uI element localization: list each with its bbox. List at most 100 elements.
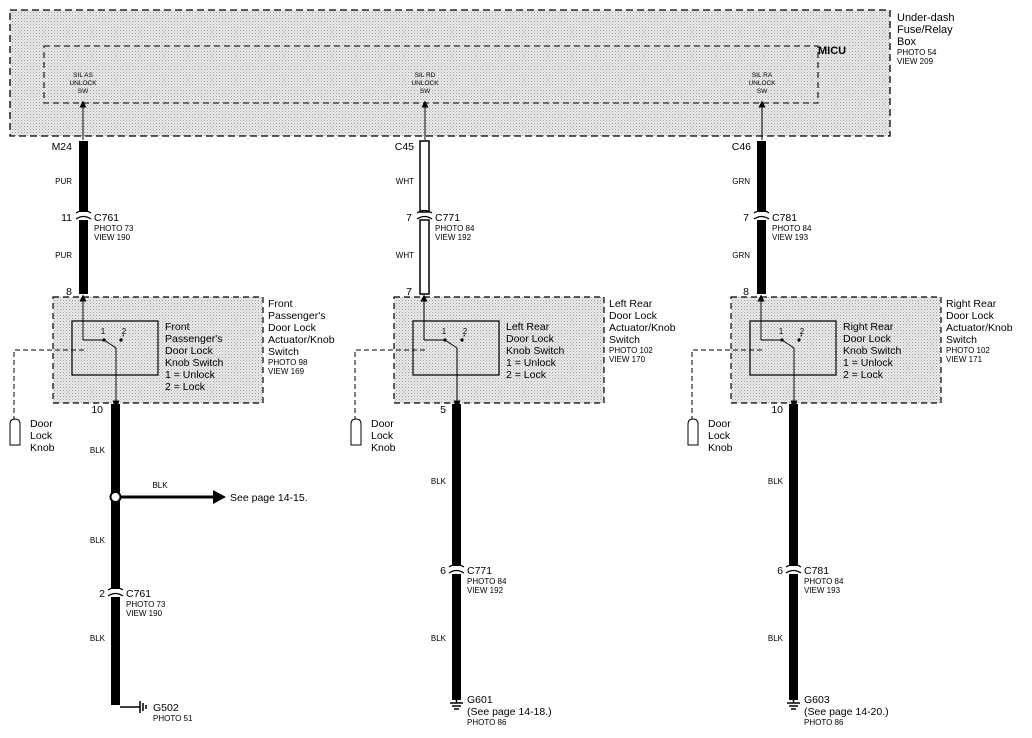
connector-view: VIEW 190 <box>94 233 131 242</box>
svg-text:Knob Switch: Knob Switch <box>843 345 902 357</box>
svg-text:Passenger's: Passenger's <box>268 310 325 322</box>
ground-label: G502 <box>153 702 179 714</box>
micu-switch-label-ra: SIL RA UNLOCK SW <box>748 72 776 95</box>
svg-text:Front: Front <box>268 298 293 310</box>
svg-text:BLK: BLK <box>431 634 447 643</box>
svg-text:VIEW 193: VIEW 193 <box>804 586 841 595</box>
svg-text:Lock: Lock <box>371 430 394 442</box>
svg-text:VIEW 190: VIEW 190 <box>126 609 163 618</box>
svg-text:VIEW 193: VIEW 193 <box>772 233 809 242</box>
wire-wht-lower <box>419 219 430 295</box>
svg-text:PHOTO 84: PHOTO 84 <box>435 224 475 233</box>
svg-text:1: 1 <box>442 327 447 336</box>
svg-text:PHOTO 86: PHOTO 86 <box>804 718 844 727</box>
svg-text:Switch: Switch <box>946 334 977 346</box>
svg-text:1: 1 <box>779 327 784 336</box>
micu-box <box>43 45 819 104</box>
svg-text:5: 5 <box>440 404 446 416</box>
top-connector-label: M24 <box>52 141 73 153</box>
svg-text:7: 7 <box>406 212 412 224</box>
wire-grn-lower <box>757 220 766 294</box>
svg-text:SW: SW <box>757 88 768 95</box>
svg-text:PHOTO 86: PHOTO 86 <box>467 718 507 727</box>
svg-text:Door Lock: Door Lock <box>268 322 317 334</box>
ground-icon <box>787 696 800 710</box>
svg-text:10: 10 <box>91 404 103 416</box>
svg-text:Door Lock: Door Lock <box>165 345 214 357</box>
svg-text:1 = Unlock: 1 = Unlock <box>506 357 557 369</box>
door-lock-knob-icon <box>350 418 362 446</box>
svg-text:Knob: Knob <box>708 442 733 454</box>
svg-text:Right Rear: Right Rear <box>946 298 997 310</box>
svg-text:Knob: Knob <box>30 442 55 454</box>
svg-text:Lock: Lock <box>708 430 731 442</box>
svg-text:PHOTO 84: PHOTO 84 <box>772 224 812 233</box>
svg-text:Switch: Switch <box>268 346 299 358</box>
svg-text:PHOTO 51: PHOTO 51 <box>153 714 193 723</box>
circuit-front-passenger: M24 PUR 11 C761 PHOTO 73 VIEW 190 PUR 8 … <box>9 141 335 723</box>
svg-text:PHOTO 102: PHOTO 102 <box>609 346 653 355</box>
switch-input-pin: 8 <box>66 286 72 298</box>
svg-text:7: 7 <box>406 286 412 298</box>
svg-text:PHOTO 84: PHOTO 84 <box>804 577 844 586</box>
svg-text:SIL AS: SIL AS <box>73 72 93 79</box>
svg-text:UNLOCK: UNLOCK <box>69 80 97 87</box>
wire-wht-upper <box>419 140 430 213</box>
micu-switch-label-rd: SIL RD UNLOCK SW <box>411 72 439 95</box>
svg-text:WHT: WHT <box>396 251 414 260</box>
svg-text:Right Rear: Right Rear <box>843 321 894 333</box>
circuit-right-rear: C46 GRN 7 C781 PHOTO 84 VIEW 193 GRN 8 1… <box>687 141 1013 727</box>
svg-text:Knob: Knob <box>371 442 396 454</box>
svg-text:VIEW 192: VIEW 192 <box>467 586 504 595</box>
switch-box <box>71 320 159 376</box>
svg-text:(See page 14-20.): (See page 14-20.) <box>804 706 889 718</box>
svg-text:8: 8 <box>743 286 749 298</box>
svg-text:Door: Door <box>371 418 394 430</box>
ground-icon <box>111 700 147 713</box>
svg-text:2: 2 <box>463 327 468 336</box>
fuse-relay-box: Under-dash Fuse/Relay Box PHOTO 54 VIEW … <box>9 9 954 140</box>
wire-pur-lower <box>79 220 88 294</box>
svg-text:Left Rear: Left Rear <box>506 321 550 333</box>
svg-text:Actuator/Knob: Actuator/Knob <box>946 322 1013 334</box>
see-page-arrow-icon <box>213 490 226 504</box>
svg-text:C771: C771 <box>467 565 492 577</box>
fuse-box-photo: PHOTO 54 <box>897 48 937 57</box>
svg-text:Door: Door <box>708 418 731 430</box>
connector-pin: 11 <box>61 212 72 224</box>
micu-label: MICU <box>818 45 846 57</box>
wire-color-label: PUR <box>55 251 72 260</box>
svg-text:BLK: BLK <box>152 481 168 490</box>
svg-text:GRN: GRN <box>732 251 750 260</box>
svg-text:Door: Door <box>30 418 53 430</box>
svg-text:WHT: WHT <box>396 177 414 186</box>
wire-color-label: PUR <box>55 177 72 186</box>
svg-text:SW: SW <box>78 88 89 95</box>
svg-text:6: 6 <box>777 565 783 577</box>
svg-text:C781: C781 <box>772 212 797 224</box>
fuse-box-title-3: Box <box>897 36 916 48</box>
circuit-left-rear: C45 WHT 7 C771 PHOTO 84 VIEW 192 WHT 7 1… <box>350 140 676 727</box>
ground-label: G601 <box>467 694 493 706</box>
svg-text:C771: C771 <box>435 212 460 224</box>
svg-text:BLK: BLK <box>431 477 447 486</box>
switch-pin-2: 2 <box>122 327 127 336</box>
svg-text:Switch: Switch <box>609 334 640 346</box>
wire-grn-upper <box>757 141 766 212</box>
svg-text:C781: C781 <box>804 565 829 577</box>
svg-text:Front: Front <box>165 321 190 333</box>
switch-box <box>412 320 500 376</box>
svg-text:BLK: BLK <box>90 634 106 643</box>
see-page-link: See page 14-15. <box>230 492 308 504</box>
svg-text:Knob Switch: Knob Switch <box>165 357 224 369</box>
svg-text:2 = Lock: 2 = Lock <box>843 369 884 381</box>
svg-text:SIL RA: SIL RA <box>752 72 773 79</box>
switch-pin-1: 1 <box>101 327 106 336</box>
svg-text:Lock: Lock <box>30 430 53 442</box>
svg-text:BLK: BLK <box>768 634 784 643</box>
svg-text:C761: C761 <box>126 588 151 600</box>
svg-text:2: 2 <box>99 588 105 600</box>
wire-pur-upper <box>79 141 88 212</box>
svg-text:VIEW 170: VIEW 170 <box>609 355 646 364</box>
svg-text:7: 7 <box>743 212 749 224</box>
